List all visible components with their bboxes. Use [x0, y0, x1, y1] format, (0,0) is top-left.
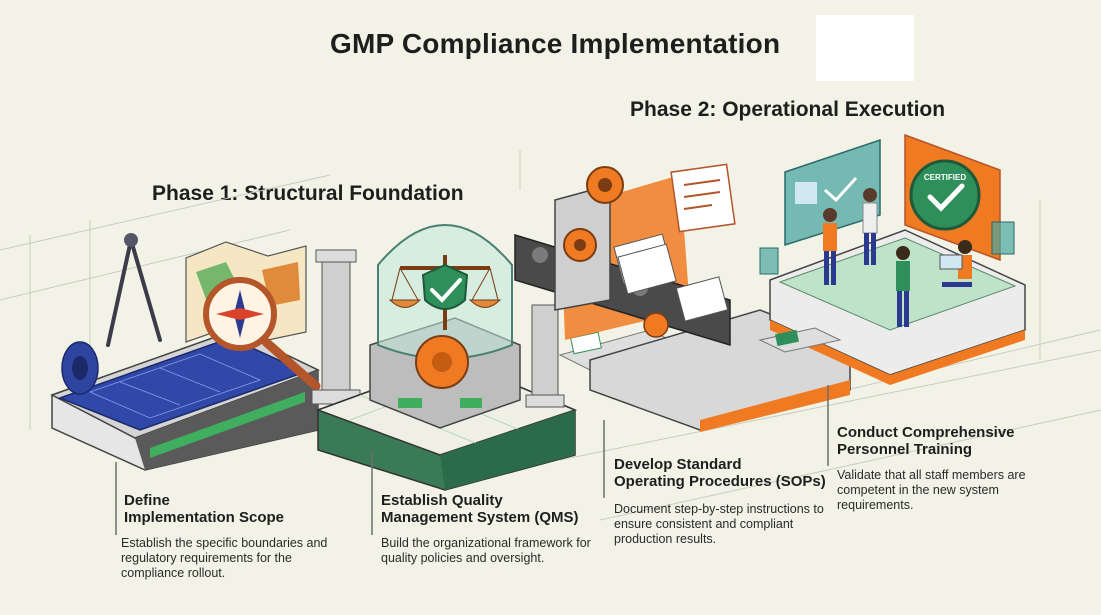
phase-1-title: Phase 1: Structural Foundation — [152, 182, 464, 205]
step-2-title: Establish Quality Management System (QMS… — [381, 492, 611, 526]
step-personnel-training: Conduct Comprehensive Personnel Training… — [837, 424, 1077, 513]
scope-platform — [50, 233, 321, 471]
qms-platform — [315, 224, 578, 491]
step-1-title-line-1: Define — [124, 492, 170, 509]
leader-lines — [115, 385, 829, 535]
phase-2-title: Phase 2: Operational Execution — [630, 98, 946, 121]
blank-logo-box — [816, 15, 914, 81]
step-3-title-line-2: Operating Procedures (SOPs) — [614, 473, 826, 490]
step-3-description: Document step-by-step instructions to en… — [614, 502, 824, 546]
classic-column-1 — [311, 249, 361, 405]
step-4-title: Conduct Comprehensive Personnel Training — [837, 424, 1077, 458]
step-2-description: Build the organizational framework for q… — [381, 536, 591, 565]
certified-badge-text: CERTIFIED — [924, 173, 966, 182]
step-1-title: Define Implementation Scope — [124, 492, 344, 526]
step-3-title: Develop Standard Operating Procedures (S… — [614, 456, 854, 490]
step-define-scope: Define Implementation Scope Establish th… — [121, 492, 344, 581]
step-4-title-line-2: Personnel Training — [837, 441, 973, 458]
step-establish-qms: Establish Quality Management System (QMS… — [381, 492, 611, 566]
classic-column-2 — [525, 304, 565, 408]
sop-machine — [514, 163, 851, 432]
step-1-description: Establish the specific boundaries and re… — [121, 536, 328, 580]
people-figures — [823, 188, 972, 327]
step-2-title-line-1: Establish Quality — [381, 492, 503, 509]
step-1-title-line-2: Implementation Scope — [124, 509, 285, 526]
step-develop-sops: Develop Standard Operating Procedures (S… — [614, 456, 854, 547]
step-4-description: Validate that all staff members are comp… — [837, 468, 1026, 512]
step-3-title-line-1: Develop Standard — [614, 456, 742, 473]
diagram-title: GMP Compliance Implementation — [330, 28, 781, 59]
step-4-title-line-1: Conduct Comprehensive — [837, 424, 1015, 441]
step-2-title-line-2: Management System (QMS) — [381, 509, 579, 526]
